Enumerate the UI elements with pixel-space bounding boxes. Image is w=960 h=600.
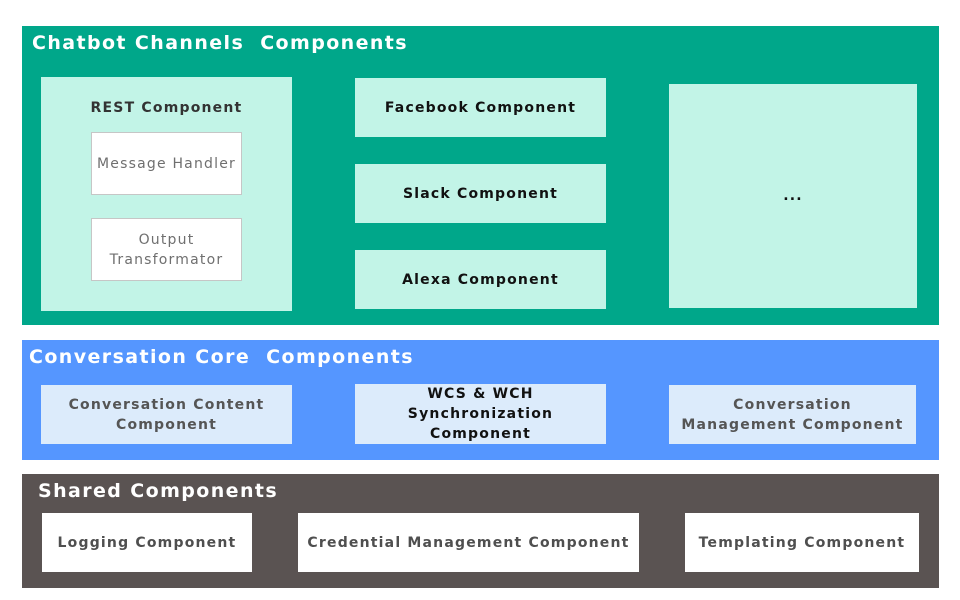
output-transformator: Output Transformator (91, 218, 242, 281)
chatbot-channels-layer: Chatbot Channels Components REST Compone… (22, 26, 939, 325)
credential-management-component: Credential Management Component (298, 513, 639, 572)
slack-component: Slack Component (355, 164, 606, 223)
templating-component: Templating Component (685, 513, 919, 572)
shared-title: Shared Components (38, 480, 279, 502)
chatbot-channels-title: Chatbot Channels Components (32, 32, 408, 54)
alexa-component: Alexa Component (355, 250, 606, 309)
facebook-component: Facebook Component (355, 78, 606, 137)
message-handler: Message Handler (91, 132, 242, 195)
rest-component-label: REST Component (90, 100, 243, 116)
more-channels-placeholder: ... (669, 84, 917, 308)
conversation-core-title: Conversation Core Components (29, 346, 414, 368)
shared-layer: Shared Components Logging Component Cred… (22, 474, 939, 588)
conversation-content-component: Conversation Content Component (41, 385, 292, 444)
conversation-management-component: Conversation Management Component (669, 385, 916, 444)
wcs-wch-synchronization-component: WCS & WCH Synchronization Component (355, 384, 606, 444)
conversation-core-layer: Conversation Core Components Conversatio… (22, 340, 939, 460)
logging-component: Logging Component (42, 513, 252, 572)
